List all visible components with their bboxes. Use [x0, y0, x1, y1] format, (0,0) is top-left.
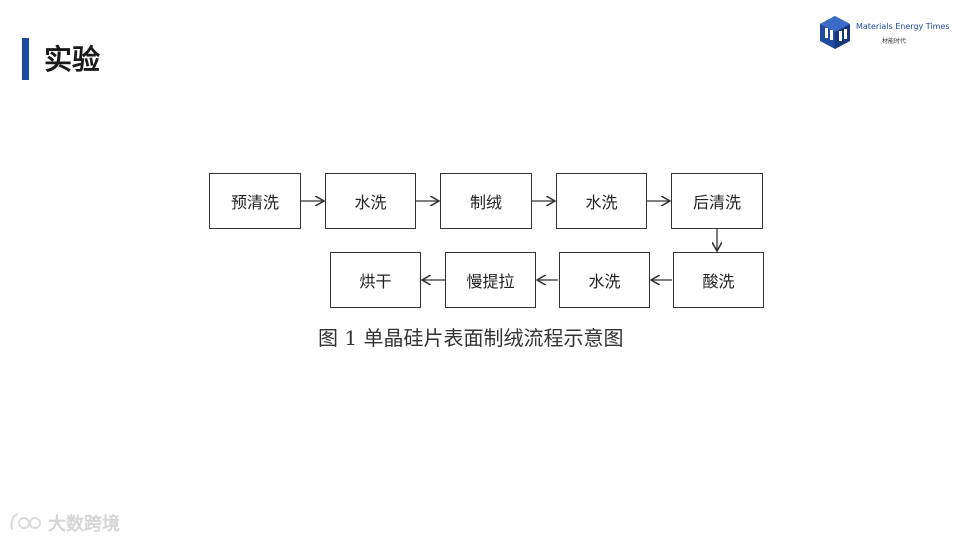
figure-caption: 图 1 单晶硅片表面制绒流程示意图 — [318, 326, 624, 350]
brand-logo: Materials Energy Times 材能时代 — [818, 14, 950, 50]
step-pre-clean: 预清洗 — [209, 173, 301, 229]
step-drying: 烘干 — [330, 252, 421, 308]
step-slow-pull: 慢提拉 — [445, 252, 536, 308]
cube-logo-icon — [820, 16, 850, 49]
step-water-rinse-3: 水洗 — [559, 252, 650, 308]
logo-subtitle: 材能时代 — [882, 38, 907, 45]
step-texturing: 制绒 — [440, 173, 532, 229]
title-accent-bar — [22, 38, 29, 80]
step-water-rinse-1: 水洗 — [325, 173, 416, 229]
step-post-clean: 后清洗 — [671, 173, 763, 229]
watermark-logo-icon — [10, 513, 41, 531]
slide-title: 实验 — [44, 43, 101, 76]
watermark-text: 大数跨境 — [48, 514, 120, 535]
step-acid-wash: 酸洗 — [673, 252, 764, 308]
logo-name: Materials Energy Times — [856, 22, 950, 31]
step-water-rinse-2: 水洗 — [556, 173, 647, 229]
